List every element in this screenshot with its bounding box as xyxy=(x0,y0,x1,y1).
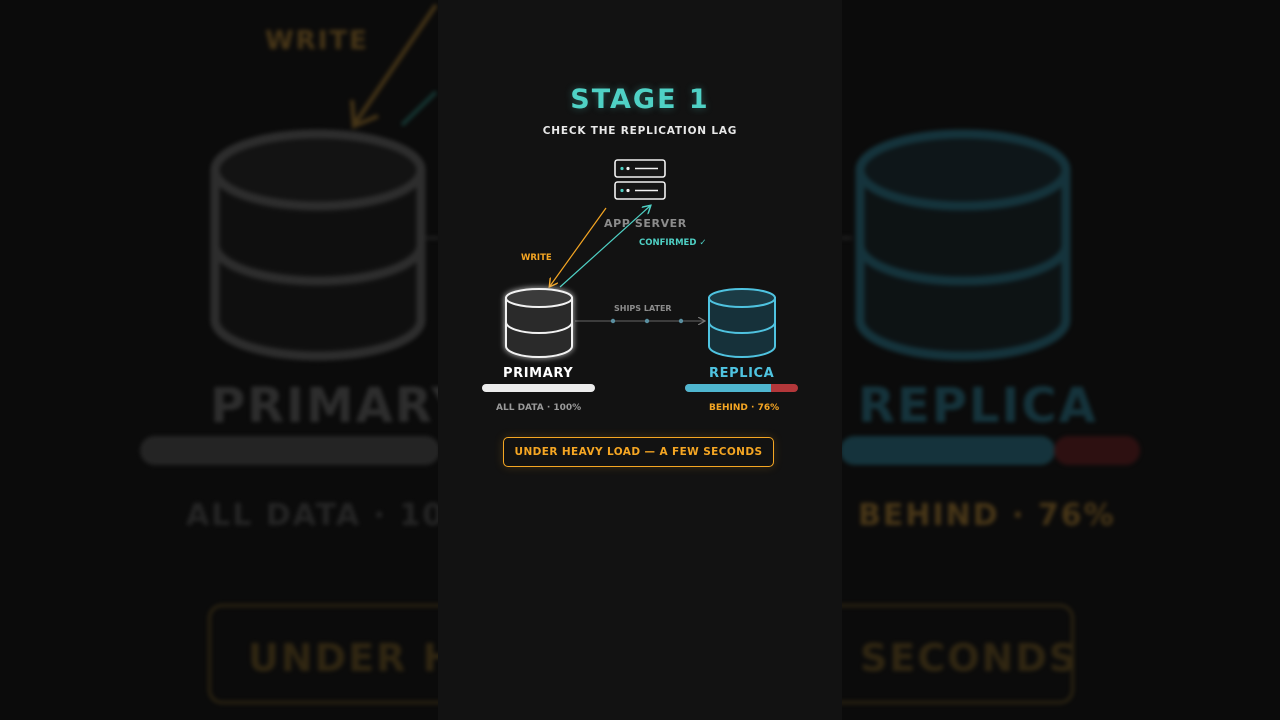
primary-progress-bar xyxy=(482,384,595,392)
bg-write-arrow xyxy=(354,3,438,124)
bg-confirm-arrow xyxy=(400,90,438,127)
replica-progress-fill xyxy=(685,384,771,392)
primary-label: PRIMARY xyxy=(503,366,574,381)
bg-write-label: WRITE xyxy=(265,26,369,56)
bg-primary-bar xyxy=(140,436,440,465)
replica-status: BEHIND · 76% xyxy=(709,403,780,413)
primary-database-icon xyxy=(505,288,573,358)
bg-behind-label: BEHIND · 76% xyxy=(858,498,1116,533)
bg-replica-bar xyxy=(840,436,1055,465)
confirmed-label: CONFIRMED ✓ xyxy=(639,238,707,248)
bg-note-right: SECONDS xyxy=(860,636,1079,680)
packet-dot xyxy=(678,318,684,324)
stage-subtitle: CHECK THE REPLICATION LAG xyxy=(542,125,738,137)
bg-primary-database-icon xyxy=(210,129,426,361)
primary-status: ALL DATA · 100% xyxy=(496,403,582,413)
lag-note: UNDER HEAVY LOAD — A FEW SECONDS xyxy=(503,437,774,467)
lag-note-text: UNDER HEAVY LOAD — A FEW SECONDS xyxy=(514,446,763,458)
bg-primary-label: PRIMARY xyxy=(210,378,469,434)
app-server-label: APP SERVER xyxy=(604,217,687,230)
replica-progress-bar xyxy=(685,384,798,392)
confirmed-arrow xyxy=(559,206,650,288)
packet-dot xyxy=(644,318,650,324)
replica-label: REPLICA xyxy=(709,366,775,381)
bg-replica-label: REPLICA xyxy=(858,378,1098,434)
packet-dot xyxy=(610,318,616,324)
bg-replica-database-icon xyxy=(855,129,1071,361)
diagram-graphics xyxy=(505,159,776,358)
write-arrow xyxy=(550,207,607,286)
server-icon xyxy=(614,159,666,200)
diagram-panel: STAGE 1 CHECK THE REPLICATION LAG xyxy=(438,0,842,720)
write-label: WRITE xyxy=(521,253,552,263)
replica-database-icon xyxy=(708,288,776,358)
ships-later-label: SHIPS LATER xyxy=(614,304,672,313)
bg-note-box-left xyxy=(208,604,451,704)
stage-title: STAGE 1 xyxy=(570,84,710,115)
bg-lag-bar xyxy=(1054,436,1140,465)
bg-note-box-right xyxy=(835,604,1074,704)
